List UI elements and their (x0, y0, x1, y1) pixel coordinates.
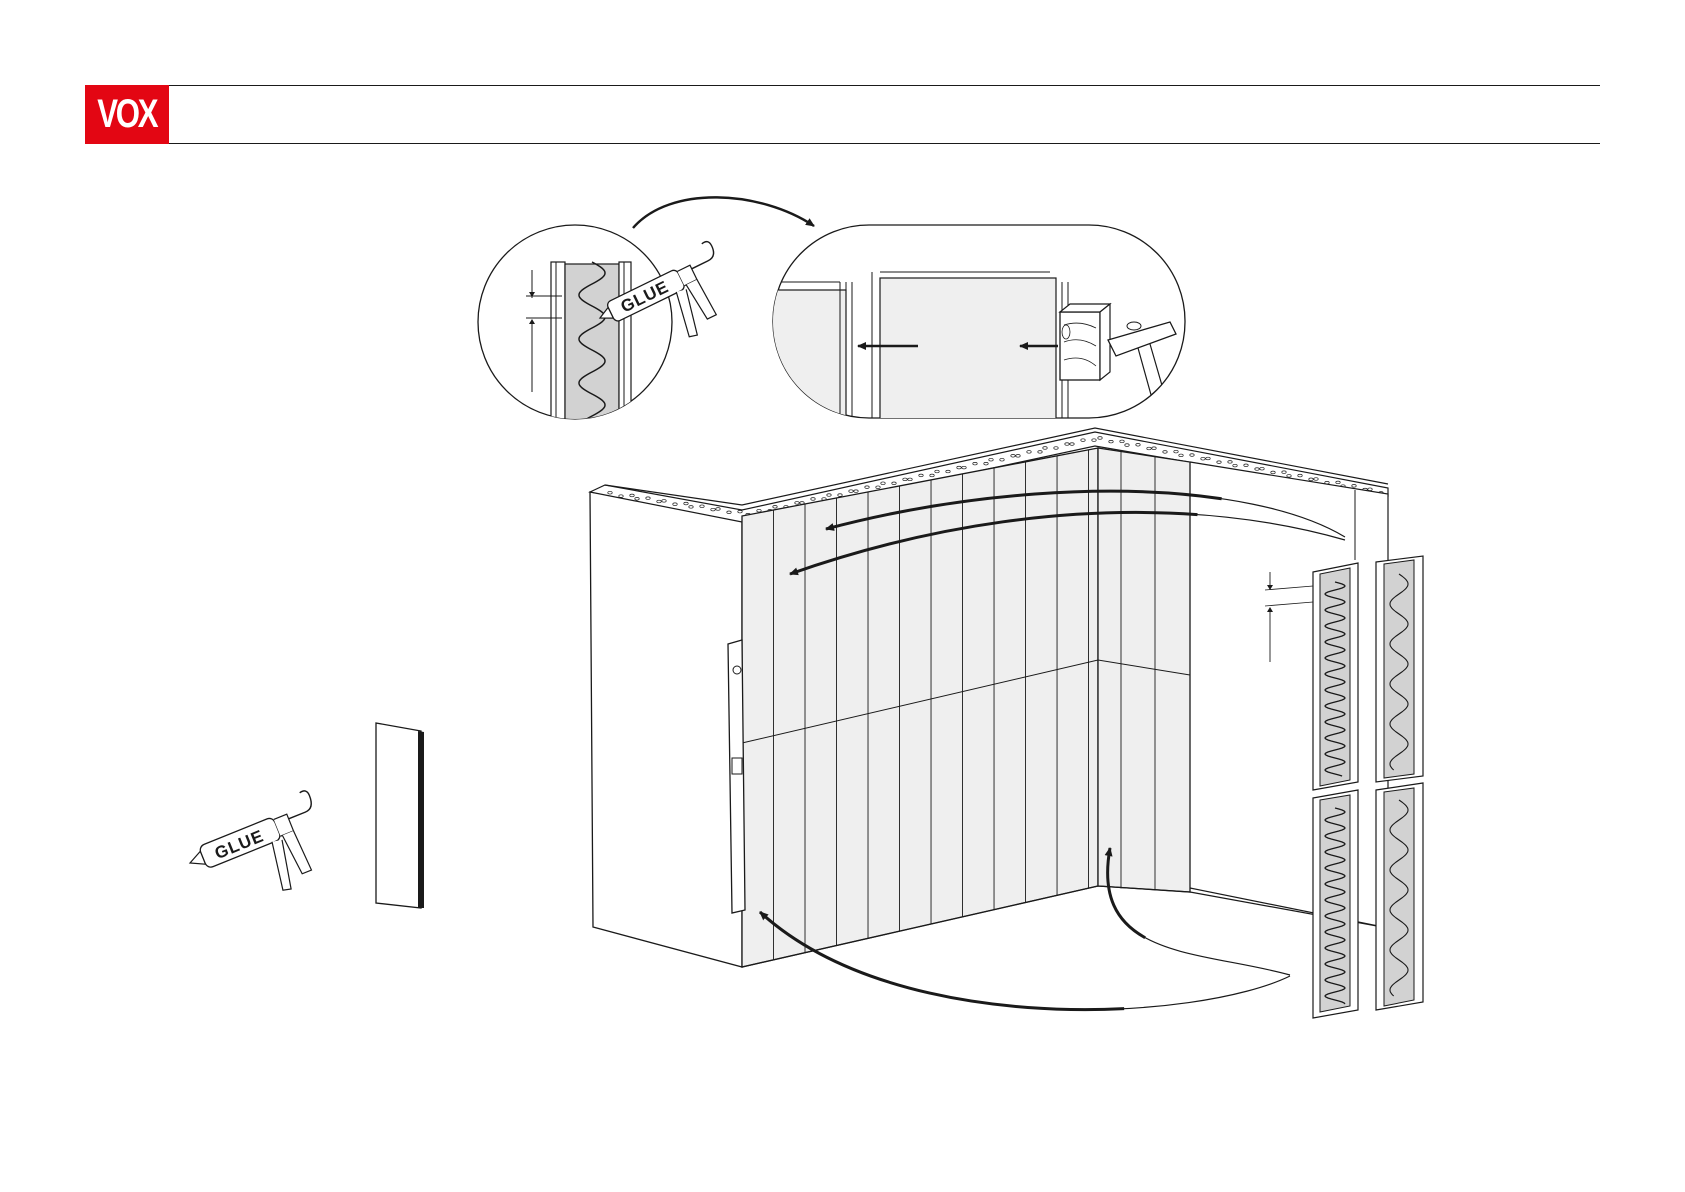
detail-panel-joint (770, 225, 1185, 430)
detail-glue-application: GLUE (478, 225, 744, 424)
wooden-block-icon (1060, 304, 1110, 380)
panel-sample-icon (376, 723, 424, 908)
room-installation-view (590, 428, 1388, 1010)
glue-gun-icon: GLUE (181, 789, 339, 920)
detail-connector-arrow (633, 197, 814, 228)
